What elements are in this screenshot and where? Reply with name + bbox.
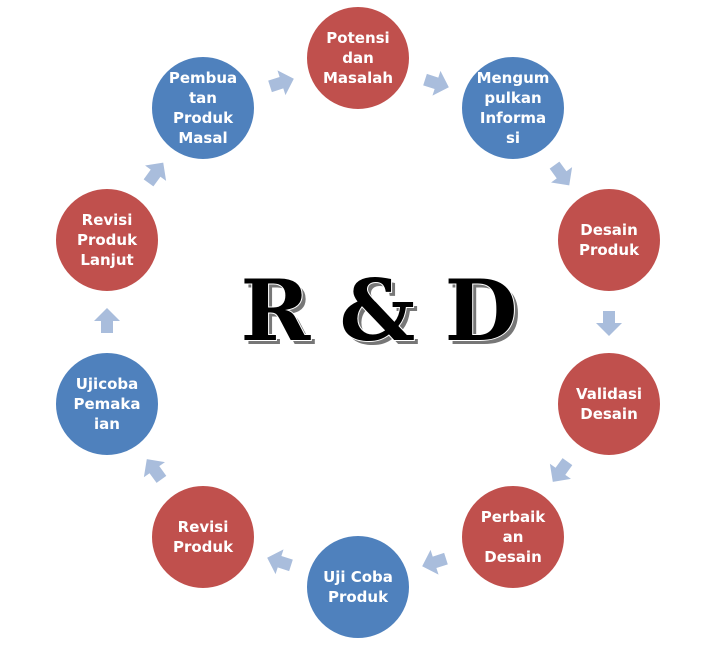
cycle-node-label: Uji Coba [323,568,393,586]
cycle-node-label: Produk [77,231,138,249]
cycle-node-label: Informa [480,109,546,127]
cycle-node-label: Revisi [178,518,229,536]
cycle-node-label: Revisi [82,211,133,229]
cycle-node-label: Masalah [323,69,393,87]
cycle-node-label: Produk [173,109,234,127]
arrows-layer [94,70,622,575]
cycle-node-circle [305,534,411,640]
cycle-node-label: Desain [580,221,638,239]
flow-arrow-icon [143,459,167,483]
flow-arrow-icon [267,549,293,575]
cycle-node-circle [54,187,160,293]
cycle-node-label: Produk [173,538,234,556]
cycle-node-label: Desain [484,548,542,566]
cycle-node-label: si [506,129,520,147]
cycle-node-circle [556,351,662,457]
center-title-shadow: R & D [245,265,522,364]
cycle-node-label: Pemaka [73,395,140,413]
flow-arrow-icon [422,549,448,575]
flow-arrow-icon [596,311,622,336]
cycle-node-label: pulkan [484,89,541,107]
cycle-node-label: dan [342,49,374,67]
cycle-node-label: Ujicoba [76,375,139,393]
flow-arrow-icon [268,70,294,96]
flow-arrow-icon [143,162,167,187]
cycle-node-label: ian [94,415,120,433]
cycle-node-label: an [503,528,524,546]
flow-arrow-icon [549,458,573,482]
cycle-node-label: Produk [579,241,640,259]
cycle-node-circle [150,55,256,161]
center-title: R & D [241,261,518,360]
flow-arrow-icon [549,161,573,186]
cycle-node-circle [556,187,662,293]
cycle-node-circle [305,5,411,111]
cycle-node-circle [460,55,566,161]
cycle-node-circle [460,484,566,590]
cycle-node-label: Pembua [169,69,237,87]
cycle-node-label: Validasi [576,385,642,403]
cycle-node-label: Produk [328,588,389,606]
cycle-node-circle [150,484,256,590]
flow-arrow-icon [94,308,120,333]
cycle-node-label: Mengum [477,69,550,87]
cycle-node-label: Desain [580,405,638,423]
flow-arrow-icon [423,70,449,96]
cycle-node-label: Lanjut [80,251,133,269]
cycle-node-label: Masal [178,129,227,147]
center-title-group: R & D R & D [240,260,522,364]
cycle-node-label: tan [189,89,217,107]
cycle-node-label: Perbaik [481,508,547,526]
cycle-node-label: Potensi [326,29,389,47]
cycle-node-circle [54,351,160,457]
